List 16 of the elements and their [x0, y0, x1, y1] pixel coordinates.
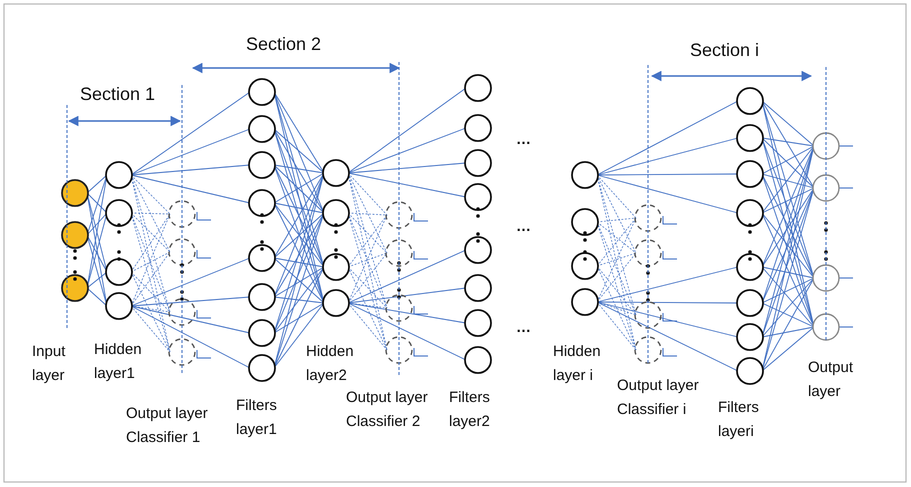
section-label: Section 1	[80, 83, 156, 106]
layer-label: Filters layeri	[718, 398, 760, 442]
layer-label: Filters layer1	[236, 396, 278, 440]
layer-label: Filters layer2	[449, 388, 491, 432]
section-label: Section i	[690, 39, 760, 62]
layer-label: Output layer Classifier 2	[346, 388, 429, 432]
layer-label: Output layer	[808, 358, 854, 402]
layer-label: Output layer Classifier 1	[126, 404, 209, 448]
ellipsis-mark: …	[516, 217, 532, 237]
layer-label: Hidden layer1	[94, 340, 143, 384]
layer-label: Input layer	[32, 342, 66, 386]
ellipsis-mark: …	[516, 318, 532, 338]
ellipsis-mark: …	[516, 130, 532, 150]
layer-label: Hidden layer i	[553, 342, 602, 386]
section-label: Section 2	[246, 33, 322, 56]
layer-label: Hidden layer2	[306, 342, 355, 386]
